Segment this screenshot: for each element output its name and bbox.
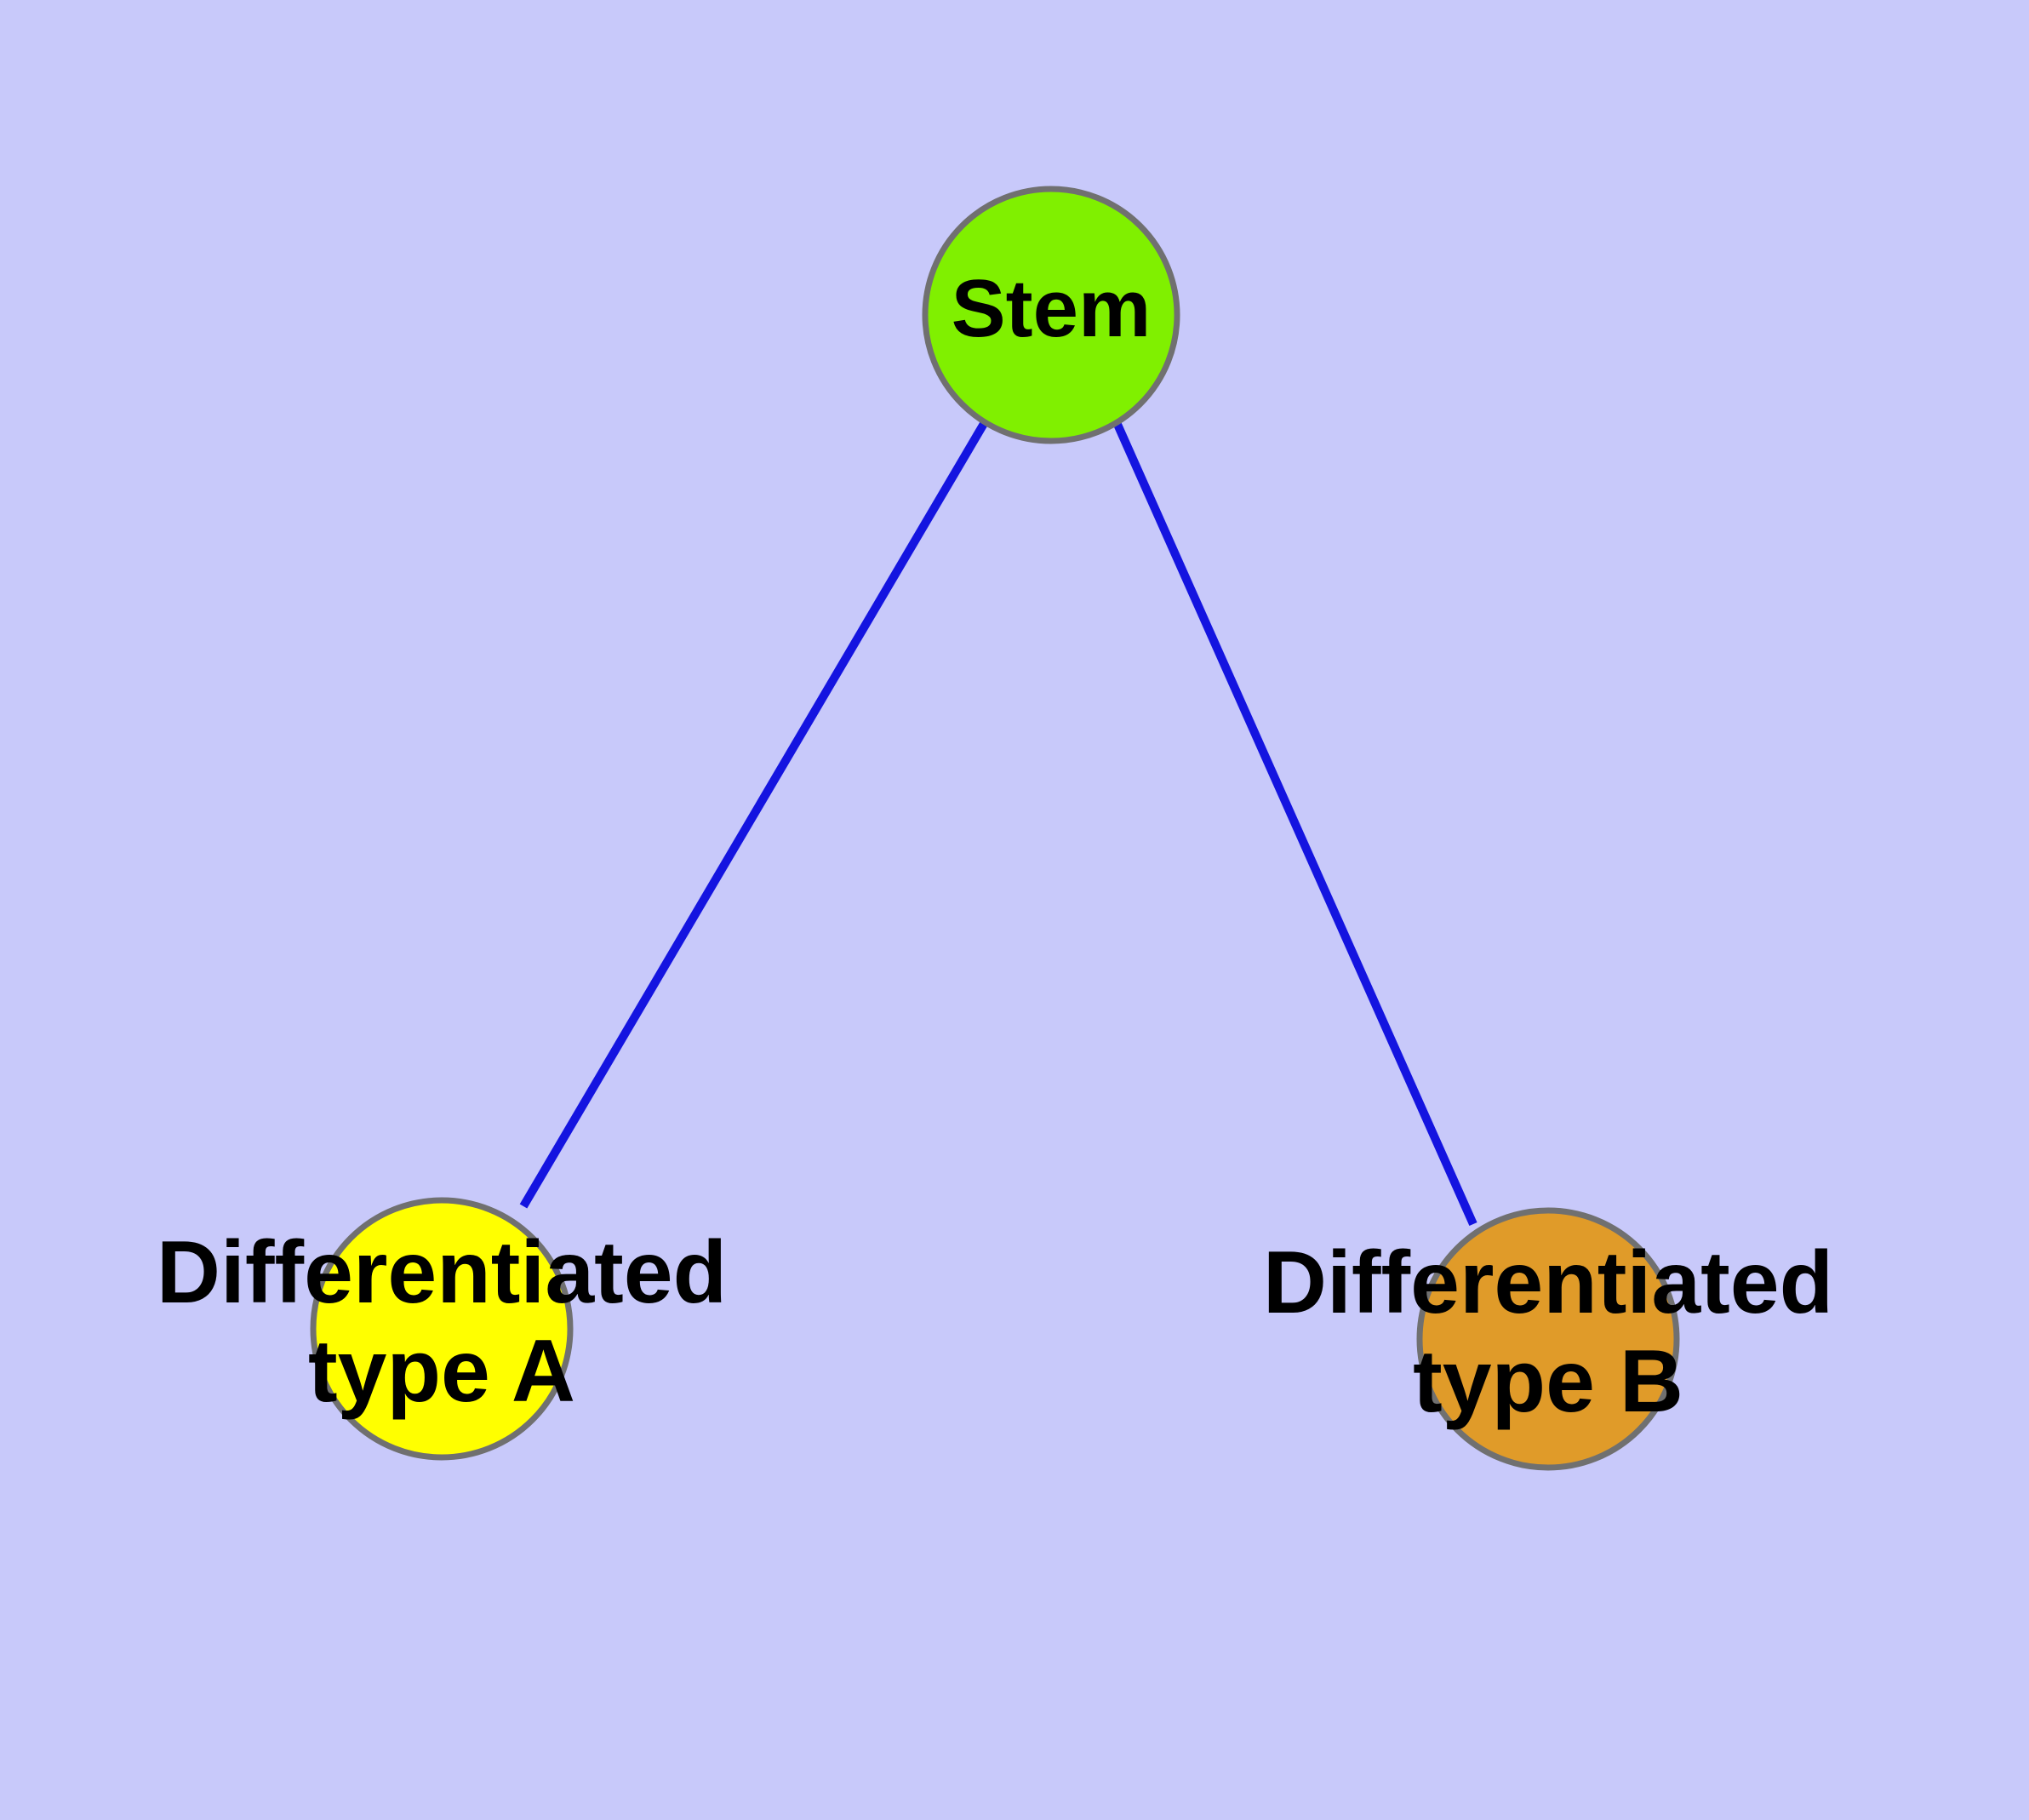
nodes-group <box>310 186 1680 1471</box>
edge-stem-to-differentiated-type-b[interactable] <box>1112 418 1477 1227</box>
node-differentiated-type-b-circle[interactable] <box>1416 1207 1680 1471</box>
node-stem-circle[interactable] <box>922 186 1180 444</box>
edges-group <box>519 418 1477 1227</box>
node-stem-label: Stem <box>952 263 1152 354</box>
node-differentiated-type-a-circle[interactable] <box>310 1197 574 1461</box>
edge-stem-to-differentiated-type-a[interactable] <box>519 420 989 1209</box>
